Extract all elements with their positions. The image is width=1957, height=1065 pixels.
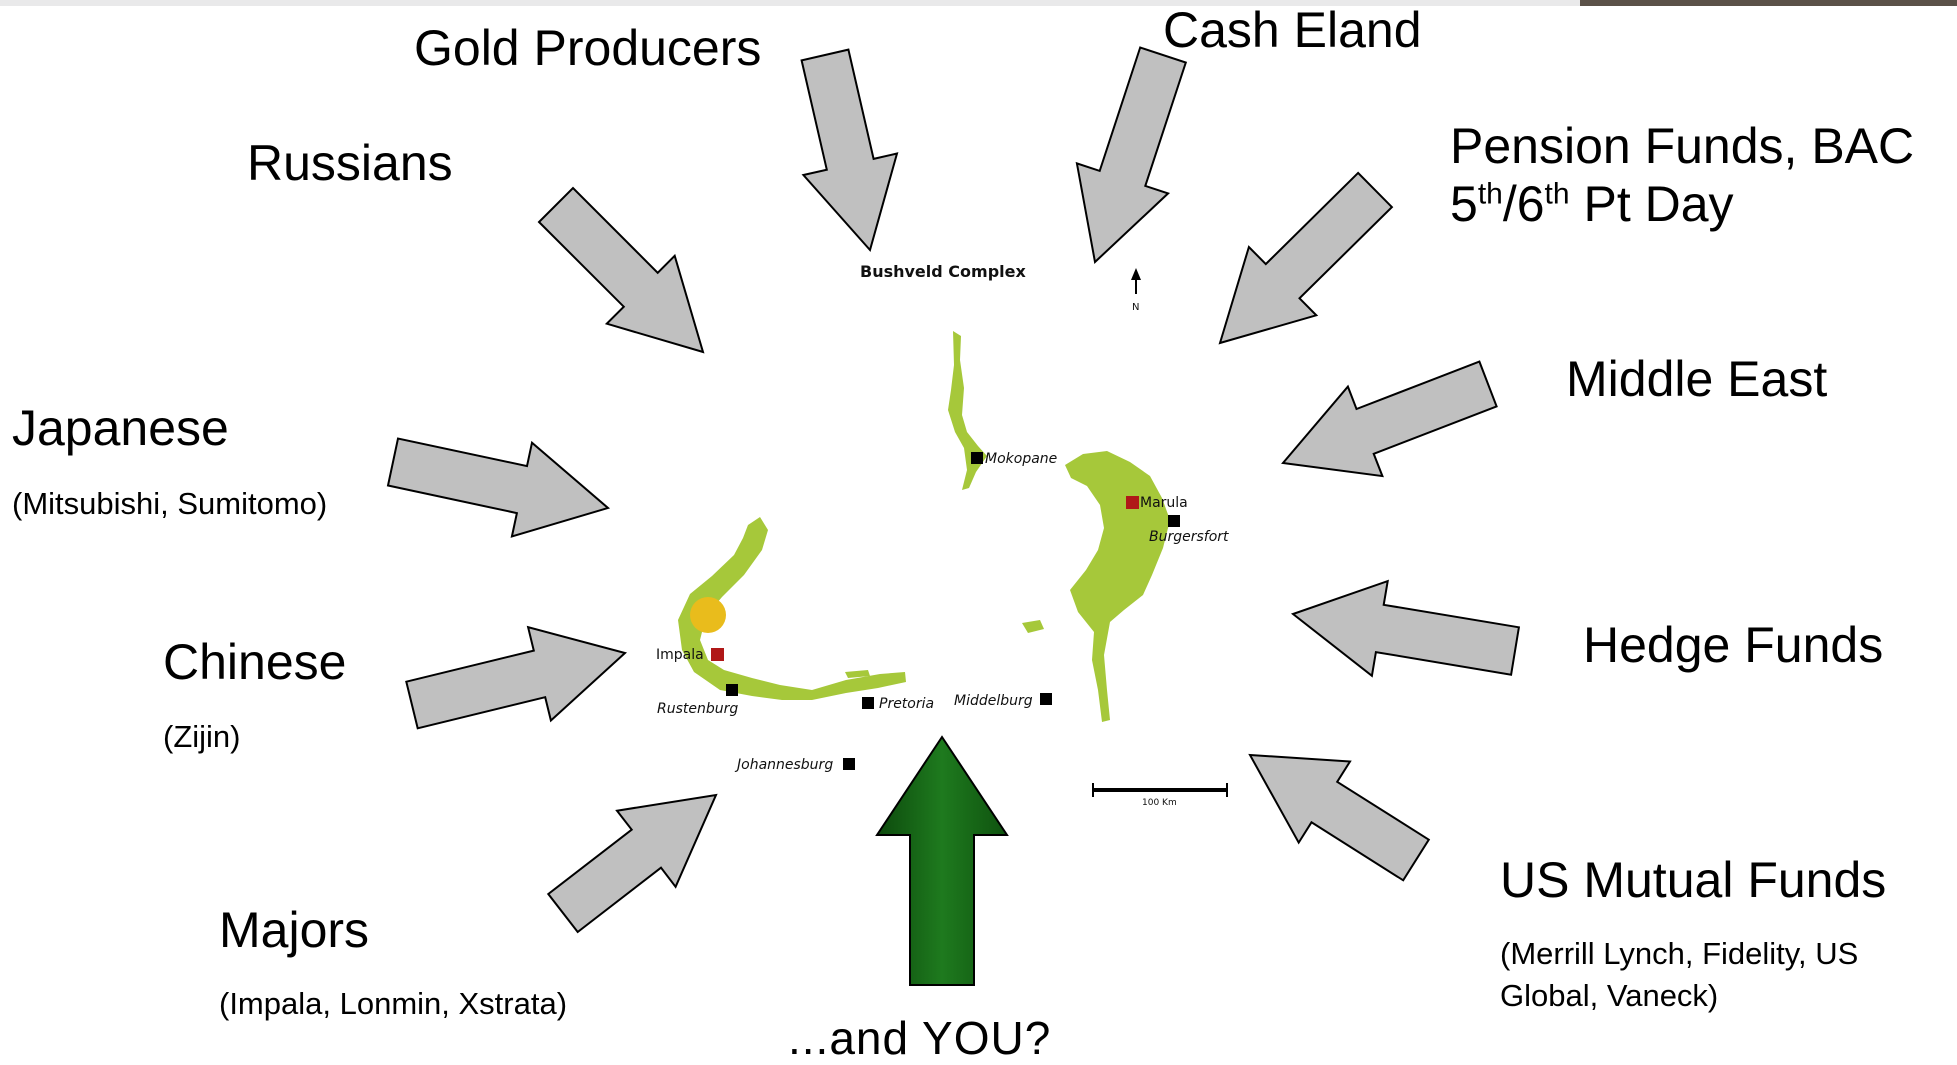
- arrow-hedge-funds: [1290, 579, 1521, 678]
- middelburg-label: Middelburg: [954, 693, 1033, 709]
- impala-label: Impala: [656, 647, 704, 663]
- middelburg-marker: [1040, 693, 1052, 705]
- label-majors-sub: (Impala, Lonmin, Xstrata): [219, 986, 568, 1021]
- eastern-islet: [1022, 620, 1044, 633]
- pretoria-label: Pretoria: [879, 696, 934, 712]
- arrow-japanese: [386, 437, 611, 538]
- top-band: [0, 0, 1957, 6]
- label-russians: Russians: [247, 135, 453, 191]
- johannesburg-label: Johannesburg: [734, 757, 833, 773]
- corner-photo: [1580, 0, 1957, 6]
- you-arrow: [875, 735, 1009, 986]
- label-us-mutual-sub: (Merrill Lynch, Fidelity, US Global, Van…: [1500, 933, 1858, 1017]
- johannesburg-marker: [843, 758, 855, 770]
- marula-label: Marula: [1140, 495, 1188, 511]
- yellow-deposit: [690, 597, 726, 633]
- arrow-pension-funds: [1218, 171, 1394, 345]
- western-limb: [678, 517, 906, 700]
- label-us-mutual-funds: US Mutual Funds: [1500, 852, 1887, 908]
- label-hedge-funds: Hedge Funds: [1583, 617, 1884, 673]
- impala-marker: [711, 648, 724, 661]
- label-pension-funds: Pension Funds, BAC 5th/6th Pt Day: [1450, 118, 1914, 233]
- pension-line-2: 5th/6th Pt Day: [1450, 175, 1734, 232]
- arrow-gold-producers: [800, 48, 899, 253]
- western-islet: [845, 670, 870, 678]
- pretoria-marker: [862, 697, 874, 709]
- north-limb: [948, 331, 987, 490]
- arrow-chinese: [405, 625, 628, 730]
- label-middle-east: Middle East: [1566, 351, 1828, 407]
- map-title: Bushveld Complex: [860, 262, 1026, 281]
- arrow-cash-eland: [1075, 46, 1188, 264]
- mokopane-label: Mokopane: [985, 451, 1057, 467]
- arrow-us-mutual-funds: [1248, 753, 1431, 882]
- label-cash-eland: Cash Eland: [1163, 2, 1422, 58]
- mokopane-marker: [971, 452, 983, 464]
- pension-line-1: Pension Funds, BAC: [1450, 118, 1915, 174]
- marula-marker: [1126, 496, 1139, 509]
- burgersfort-label: Burgersfort: [1149, 529, 1229, 545]
- north-label: N: [1132, 302, 1139, 313]
- label-majors: Majors: [219, 902, 370, 958]
- arrow-majors: [546, 793, 718, 934]
- label-and-you: ...and YOU?: [788, 1012, 1052, 1064]
- label-chinese: Chinese: [163, 634, 347, 690]
- bushveld-map: Bushveld Complex N Mokopane Marula Burge…: [656, 262, 1229, 808]
- arrow-middle-east: [1281, 360, 1498, 478]
- label-japanese-sub: (Mitsubishi, Sumitomo): [12, 486, 328, 521]
- eastern-limb: [1065, 451, 1170, 722]
- label-japanese: Japanese: [12, 400, 229, 456]
- label-gold-producers: Gold Producers: [414, 20, 762, 76]
- north-arrow-head: [1131, 268, 1141, 280]
- arrow-russians: [537, 186, 705, 354]
- label-chinese-sub: (Zijin): [163, 719, 241, 754]
- burgersfort-marker: [1168, 515, 1180, 527]
- us-mutual-sub-line-2: Global, Vaneck): [1500, 977, 1719, 1013]
- us-mutual-sub-line-1: (Merrill Lynch, Fidelity, US: [1500, 936, 1859, 971]
- rustenburg-label: Rustenburg: [657, 701, 738, 717]
- scale-label: 100 Km: [1142, 798, 1177, 808]
- rustenburg-marker: [726, 684, 738, 696]
